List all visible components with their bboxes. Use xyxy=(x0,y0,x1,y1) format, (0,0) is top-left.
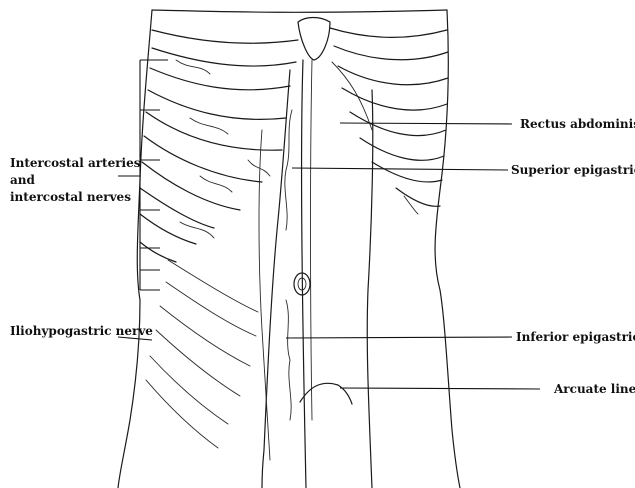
left-oblique-1 xyxy=(168,260,258,312)
label-intercostal-line3: intercostal nerves xyxy=(10,189,131,205)
torso-outline-right xyxy=(435,10,460,488)
rectus-right-border xyxy=(367,90,373,488)
intercostal-squiggle-5 xyxy=(248,160,270,176)
intercostal-squiggle-1 xyxy=(176,60,210,74)
arcuate-curve xyxy=(300,383,352,404)
inferior-epigastric-vessel xyxy=(286,300,291,420)
label-intercostal-line1: Intercostal arteries xyxy=(10,155,141,171)
left-oblique-6 xyxy=(146,380,218,448)
left-oblique-2 xyxy=(166,282,256,336)
left-rib-1 xyxy=(152,30,298,43)
left-rib-9 xyxy=(140,214,196,244)
label-iliohypogastric-nerve: Iliohypogastric nerve xyxy=(10,323,153,339)
left-rib-4 xyxy=(148,90,286,119)
intercostal-squiggle-2 xyxy=(190,118,228,134)
right-rib-8 xyxy=(396,188,440,206)
left-rib-7 xyxy=(142,162,240,210)
rectus-right-upper xyxy=(332,62,372,130)
intercostal-squiggle-4 xyxy=(180,222,214,238)
right-rib-1 xyxy=(330,28,447,37)
left-oblique-3 xyxy=(160,306,250,366)
right-rib-4 xyxy=(342,88,447,110)
rectus-left-border xyxy=(262,70,290,488)
right-rib-7 xyxy=(372,162,442,182)
arcuate-line-leader xyxy=(340,388,540,389)
rectus-abdominis-leader xyxy=(340,123,512,124)
torso-top xyxy=(152,10,447,12)
label-inferior-epigastric: Inferior epigastric xyxy=(516,329,635,345)
inferior-epigastric-leader xyxy=(286,337,512,338)
label-intercostal-line2: and xyxy=(10,172,35,188)
left-rib-6 xyxy=(144,136,262,182)
left-rib-3 xyxy=(150,68,290,90)
right-rib-2 xyxy=(334,46,448,60)
right-rib-3 xyxy=(338,66,448,85)
left-rib-10 xyxy=(140,242,176,262)
left-oblique-5 xyxy=(150,356,228,424)
intercostal-squiggle-3 xyxy=(200,176,232,192)
label-rectus-abdominis: Rectus abdominis xyxy=(520,116,635,132)
superior-epigastric-leader xyxy=(292,168,508,170)
left-rib-2 xyxy=(152,48,296,66)
xiphoid-process xyxy=(298,18,330,61)
linea-alba-inner xyxy=(311,60,313,420)
right-flank-mark xyxy=(404,196,418,214)
rectus-left-inner xyxy=(259,130,270,460)
label-arcuate-line: Arcuate line xyxy=(554,381,635,397)
left-oblique-4 xyxy=(156,330,240,396)
torso-outline-left xyxy=(118,10,152,488)
label-superior-epigastric: Superior epigastric xyxy=(511,162,635,178)
